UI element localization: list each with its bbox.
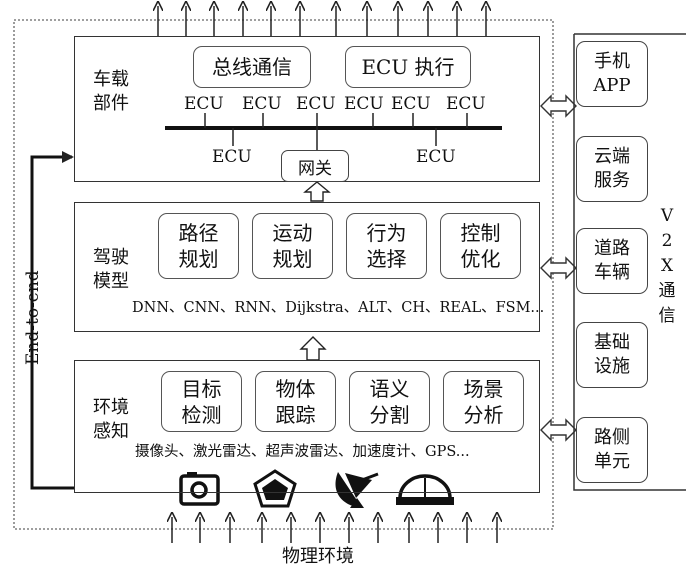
end-to-end-label: End-to-end [23,270,43,365]
v2x-label-char: 2 [661,231,673,251]
ecu-label: ECU [242,94,282,114]
input-arrows [172,517,497,543]
gateway-box: 网关 [281,150,349,182]
behavior-selection-box: 行为 选择 [346,213,427,279]
ecu-label: ECU [416,147,456,167]
end-to-end-arrow [30,151,74,490]
radar-dish-icon [335,472,379,508]
v2x-roadside-unit: 路侧 单元 [576,417,648,483]
vehicle-layer-label: 车载 部件 [93,69,129,114]
scene-analysis-box: 场景 分析 [443,371,524,432]
v2x-label-char: 通 [658,281,676,301]
object-detection-box: 目标 检测 [161,371,242,432]
driving-layer-label: 驾驶 模型 [93,247,129,292]
v2x-label-char: V [660,206,674,226]
perception-layer-label: 环境 感知 [93,397,129,442]
ecu-execution-box: ECU 执行 [345,46,471,88]
bus-communication-box: 总线通信 [193,46,311,88]
control-optimization-box: 控制 优化 [440,213,521,279]
ecu-label: ECU [344,94,384,114]
sensor-list: 摄像头、激光雷达、超声波雷达、加速度计、GPS... [135,444,470,460]
v2x-infrastructure: 基础 设施 [576,322,648,388]
hollow-arrow-driving [299,336,327,361]
outer-dotted-frame [13,19,554,530]
ecu-label: ECU [391,94,431,114]
motion-planning-box: 运动 规划 [252,213,333,279]
output-arrows [158,6,486,36]
v2x-label-char: X [660,256,674,276]
object-tracking-box: 物体 跟踪 [255,371,336,432]
ecu-label: ECU [446,94,486,114]
perception-layer [74,360,540,493]
lidar-icon [253,469,297,508]
ecu-label: ECU [212,147,252,167]
v2x-panel [573,33,686,491]
semantic-segmentation-box: 语义 分割 [349,371,430,432]
camera-icon [179,472,220,506]
v2x-cloud-service: 云端 服务 [576,136,648,202]
physical-environment-label: 物理环境 [282,546,354,567]
v2x-label-char: 信 [658,306,676,326]
hollow-arrow-gateway [303,181,331,202]
driving-model-layer [74,202,540,332]
ecu-connectors [204,113,468,150]
ultrasonic-icon [396,474,454,505]
v2x-mobile-app: 手机 APP [576,41,648,107]
ecu-label: ECU [296,94,336,114]
algorithm-list: DNN、CNN、RNN、Dijkstra、ALT、CH、REAL、FSM... [132,300,545,316]
v2x-double-arrows [540,94,577,442]
ecu-label: ECU [184,94,224,114]
v2x-road-vehicles: 道路 车辆 [576,228,648,294]
path-planning-box: 路径 规划 [158,213,239,279]
